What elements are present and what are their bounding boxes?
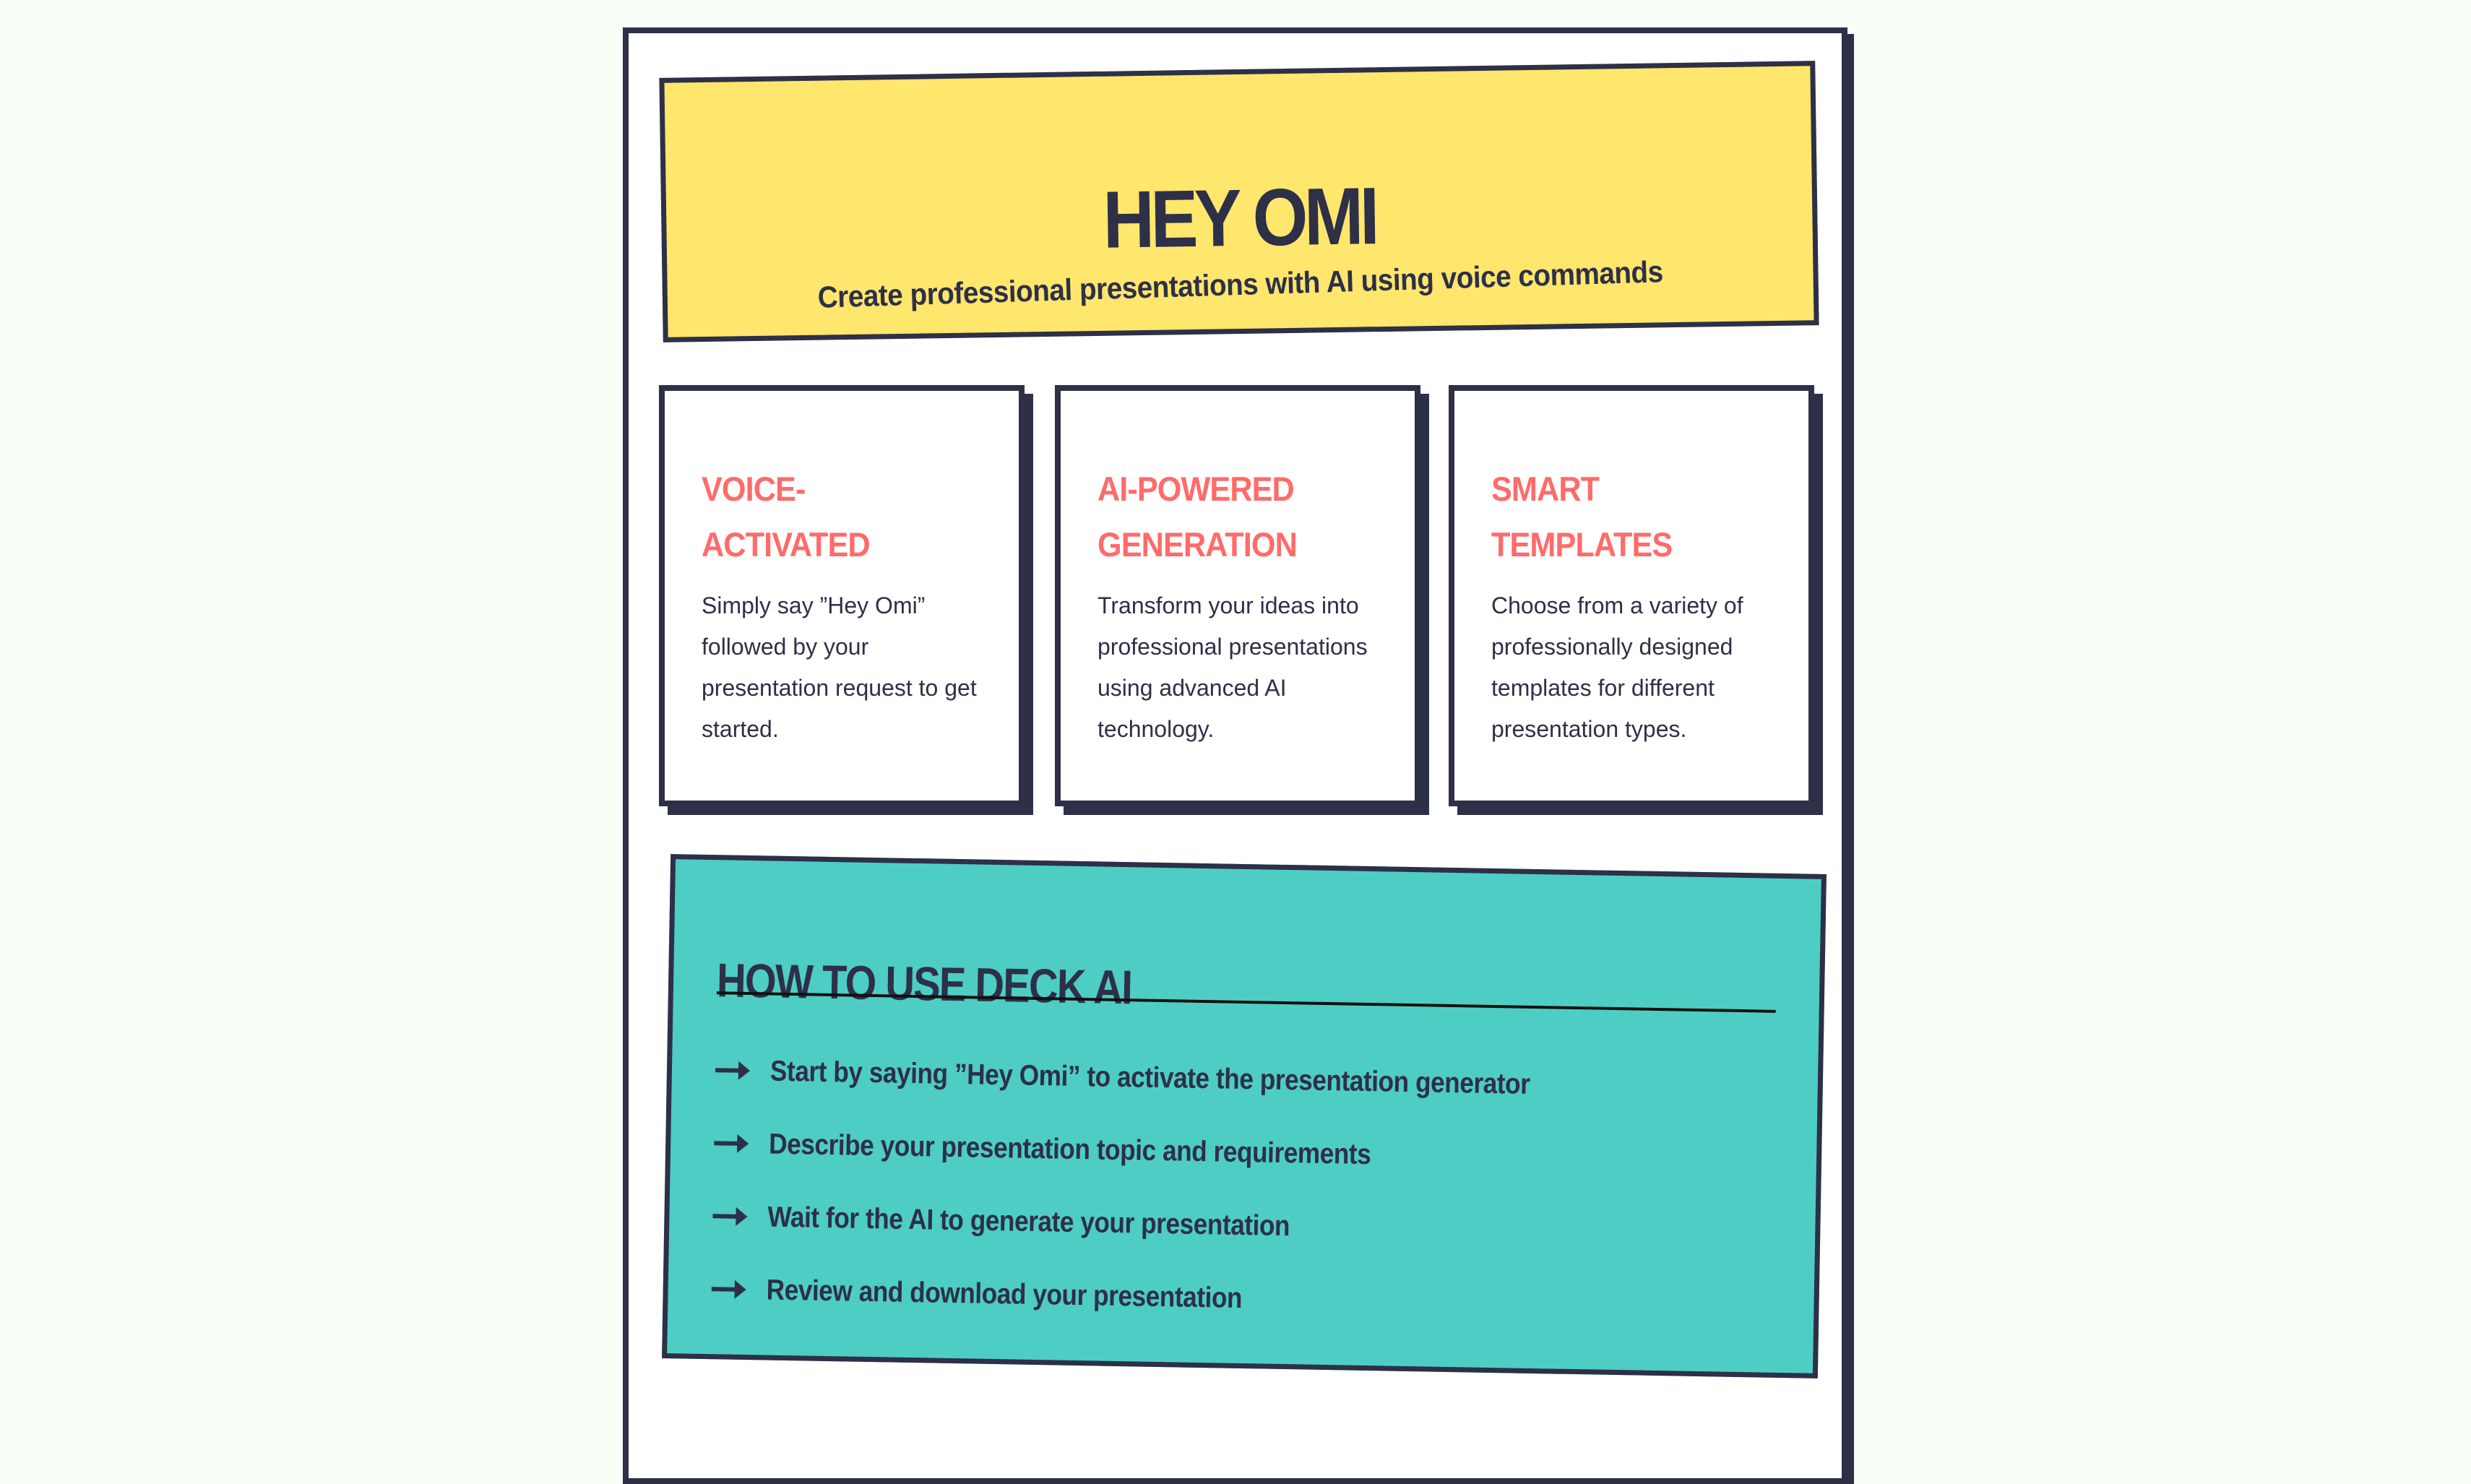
hero-banner: HEY OMI Create professional presentation…: [659, 61, 1819, 342]
arrow-right-icon: [715, 1059, 752, 1082]
step-item: Review and download your presentation: [711, 1252, 1631, 1341]
feature-title-line: SMART: [1491, 470, 1600, 508]
hero-title: HEY OMI: [1102, 171, 1376, 265]
step-item: Wait for the AI to generate your present…: [712, 1179, 1632, 1268]
how-to-use-panel: HOW TO USE DECK AI Start by saying ”Hey …: [662, 854, 1827, 1379]
step-item: Start by saying ”Hey Omi” to activate th…: [715, 1033, 1634, 1122]
step-text: Describe your presentation topic and req…: [768, 1128, 1371, 1170]
how-to-use-title: HOW TO USE DECK AI: [716, 953, 1132, 1014]
steps-list: Start by saying ”Hey Omi” to activate th…: [711, 1033, 1634, 1341]
features-grid: VOICE- ACTIVATED Simply say ”Hey Omi” fo…: [659, 385, 1815, 807]
arrow-right-icon: [714, 1132, 751, 1155]
feature-card-title: VOICE- ACTIVATED: [702, 461, 967, 572]
arrow-right-icon: [712, 1205, 749, 1228]
feature-card-smart-templates: SMART TEMPLATES Choose from a variety of…: [1449, 385, 1814, 806]
feature-title-line: AI-POWERED: [1097, 470, 1295, 508]
feature-card-title: SMART TEMPLATES: [1491, 461, 1757, 572]
feature-title-line: TEMPLATES: [1491, 525, 1673, 564]
step-text: Review and download your presentation: [766, 1273, 1243, 1314]
step-item: Describe your presentation topic and req…: [713, 1106, 1633, 1195]
feature-card-ai-powered-generation: AI-POWERED GENERATION Transform your ide…: [1055, 385, 1420, 806]
page-container: HEY OMI Create professional presentation…: [623, 27, 1847, 1484]
feature-title-line: VOICE-: [702, 470, 806, 508]
step-text: Wait for the AI to generate your present…: [767, 1201, 1290, 1242]
feature-card-title: AI-POWERED GENERATION: [1097, 461, 1363, 572]
feature-card-body: Transform your ideas into professional p…: [1097, 592, 1368, 742]
arrow-right-icon: [711, 1278, 748, 1300]
feature-card-body: Simply say ”Hey Omi” followed by your pr…: [702, 592, 977, 742]
feature-card-voice-activated: VOICE- ACTIVATED Simply say ”Hey Omi” fo…: [659, 385, 1025, 806]
step-text: Start by saying ”Hey Omi” to activate th…: [769, 1055, 1530, 1100]
feature-title-line: ACTIVATED: [702, 525, 871, 564]
feature-title-line: GENERATION: [1097, 525, 1298, 564]
feature-card-body: Choose from a variety of professionally …: [1491, 592, 1743, 742]
